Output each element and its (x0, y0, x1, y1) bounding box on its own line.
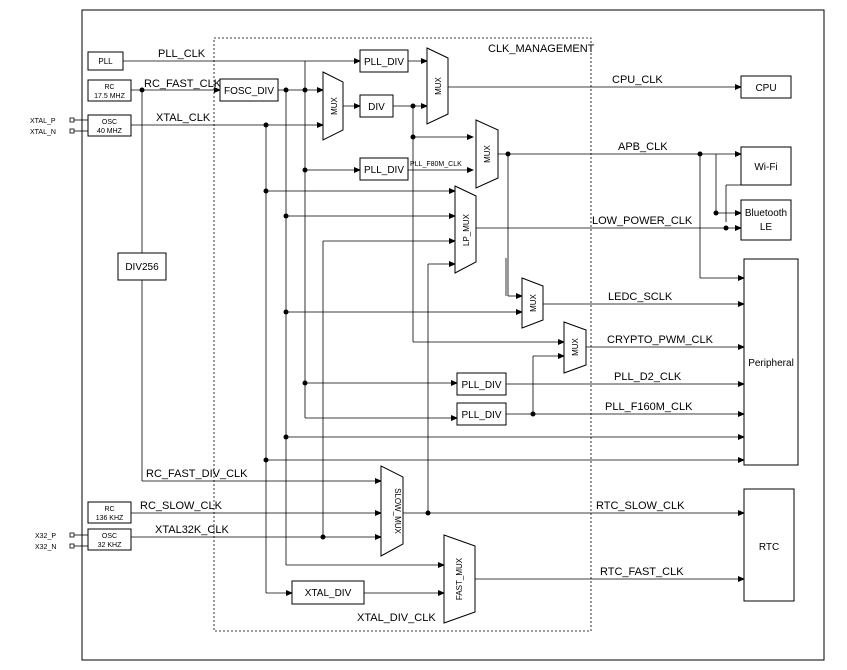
svg-text:Peripheral: Peripheral (748, 358, 794, 369)
svg-text:FOSC_DIV: FOSC_DIV (224, 86, 274, 97)
svg-text:RC: RC (104, 84, 114, 91)
xtal-div-block: XTAL_DIV (291, 580, 365, 605)
label-rtc-slow-clk: RTC_SLOW_CLK (596, 500, 685, 512)
label-pll-f80m-clk: PLL_F80M_CLK (410, 161, 462, 168)
pin-x32-n: X32_N (35, 544, 56, 551)
svg-text:MUX: MUX (330, 96, 339, 114)
dest-cpu: CPU (740, 75, 792, 99)
pll-div-f160m-block: PLL_DIV (456, 402, 507, 426)
label-apb-clk: APB_CLK (618, 141, 668, 153)
label-rc-fast-div-clk: RC_FAST_DIV_CLK (146, 468, 248, 480)
dest-peripheral: Peripheral (743, 258, 799, 466)
label-pll-d2-clk: PLL_D2_CLK (614, 371, 682, 383)
source-pll: PLL (87, 51, 124, 71)
svg-text:DIV: DIV (368, 102, 385, 113)
svg-text:MUX: MUX (571, 337, 580, 355)
source-rc-slow: RC 136 KHZ (87, 501, 132, 524)
outer-frame (81, 9, 825, 661)
svg-text:PLL: PLL (98, 57, 113, 66)
svg-text:XTAL_DIV: XTAL_DIV (305, 588, 352, 599)
slow-mux: SLOW_MUX (380, 465, 404, 557)
mux-apb: MUX (475, 119, 499, 189)
svg-text:32 KHZ: 32 KHZ (98, 542, 122, 549)
svg-text:Wi-Fi: Wi-Fi (754, 162, 777, 173)
div-block: DIV (359, 94, 394, 118)
fast-mux: FAST_MUX (443, 534, 476, 624)
svg-text:PLL_DIV: PLL_DIV (364, 57, 404, 68)
label-crypto-pwm-clk: CRYPTO_PWM_CLK (607, 334, 714, 346)
mux-ledc: MUX (521, 277, 544, 329)
pin-xtal-n: XTAL_N (30, 129, 56, 136)
lp-mux: LP_MUX (454, 185, 477, 274)
mux-crypto: MUX (563, 321, 587, 374)
label-cpu-clk: CPU_CLK (612, 74, 663, 86)
pll-div-f80m-block: PLL_DIV (359, 157, 409, 181)
fosc-div-block: FOSC_DIV (219, 78, 279, 102)
label-rtc-fast-clk: RTC_FAST_CLK (600, 566, 684, 578)
source-rc-fast: RC 17.5 MHZ (87, 79, 132, 102)
mux-1: MUX (322, 71, 344, 141)
svg-text:PLL_DIV: PLL_DIV (461, 410, 501, 421)
svg-text:OSC: OSC (102, 533, 117, 540)
clk-management-label: CLK_MANAGEMENT (488, 43, 595, 55)
label-pll-clk: PLL_CLK (158, 48, 206, 60)
pll-div-top-block: PLL_DIV (359, 49, 409, 73)
junction-dots (139, 87, 729, 540)
svg-text:RTC: RTC (759, 542, 779, 553)
div256-block: DIV256 (117, 252, 167, 281)
svg-text:DIV256: DIV256 (125, 262, 159, 273)
svg-text:RC: RC (104, 506, 114, 513)
label-xtal-div-clk: XTAL_DIV_CLK (357, 612, 436, 624)
svg-text:MUX: MUX (434, 76, 443, 94)
svg-text:FAST_MUX: FAST_MUX (455, 557, 464, 600)
source-osc-40mhz: OSC 40 MHZ (87, 114, 132, 137)
signal-labels: PLL_CLK RC_FAST_CLK XTAL_CLK PLL_F80M_CL… (140, 48, 714, 624)
svg-text:SLOW_MUX: SLOW_MUX (393, 488, 402, 534)
pin-x32-p: X32_P (35, 533, 56, 540)
svg-text:LE: LE (760, 222, 773, 233)
mux-2: MUX (426, 47, 449, 125)
pins: XTAL_P XTAL_N X32_P X32_N (30, 117, 75, 551)
svg-text:OSC: OSC (102, 119, 117, 126)
label-pll-f160m-clk: PLL_F160M_CLK (605, 401, 693, 413)
label-rc-slow-clk: RC_SLOW_CLK (140, 500, 223, 512)
svg-text:Bluetooth: Bluetooth (745, 208, 787, 219)
svg-text:MUX: MUX (483, 144, 492, 162)
svg-text:MUX: MUX (529, 293, 538, 311)
svg-text:40 MHZ: 40 MHZ (97, 128, 123, 135)
pll-div-d2-block: PLL_DIV (456, 372, 507, 396)
label-xtal32k-clk: XTAL32K_CLK (155, 524, 229, 536)
svg-text:PLL_DIV: PLL_DIV (461, 380, 501, 391)
svg-text:LP_MUX: LP_MUX (462, 213, 471, 246)
dest-bluetooth-le: Bluetooth LE (740, 199, 792, 241)
clk-management-region (213, 37, 592, 632)
label-xtal-clk: XTAL_CLK (156, 112, 211, 124)
wires (72, 58, 745, 596)
svg-text:136 KHZ: 136 KHZ (96, 515, 124, 522)
label-ledc-sclk: LEDC_SCLK (608, 291, 673, 303)
label-low-power-clk: LOW_POWER_CLK (592, 215, 693, 227)
pin-xtal-p: XTAL_P (30, 118, 56, 125)
svg-text:17.5 MHZ: 17.5 MHZ (94, 93, 125, 100)
dest-rtc: RTC (743, 488, 795, 602)
svg-text:CPU: CPU (755, 83, 776, 94)
source-osc-32khz: OSC 32 KHZ (87, 528, 132, 551)
svg-text:PLL_DIV: PLL_DIV (364, 165, 404, 176)
dest-wifi: Wi-Fi (740, 146, 792, 186)
label-rc-fast-clk: RC_FAST_CLK (144, 78, 222, 90)
